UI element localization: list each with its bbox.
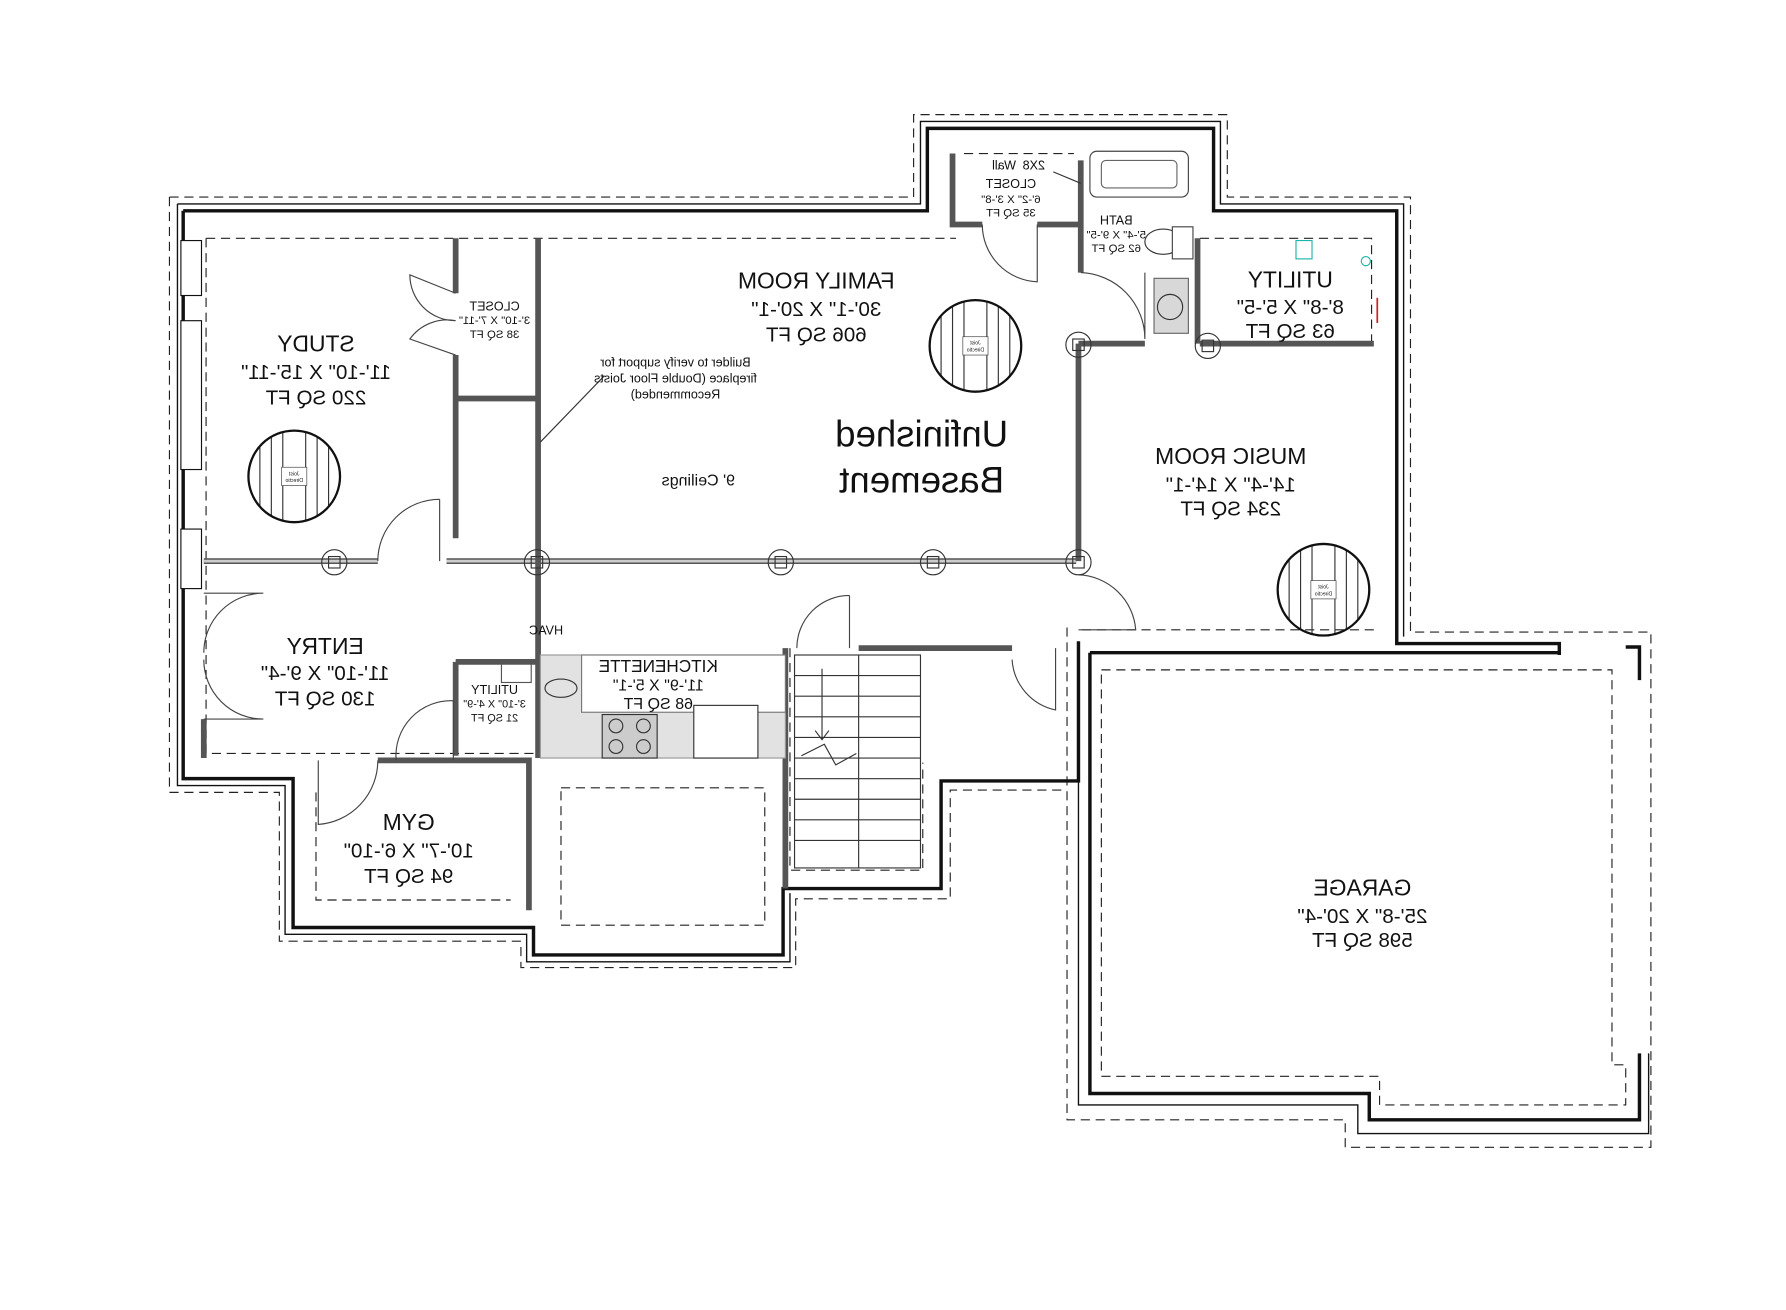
hvac-label: HVAC bbox=[529, 623, 563, 637]
svg-text:UTILITY: UTILITY bbox=[471, 683, 518, 697]
svg-text:CLOSET: CLOSET bbox=[985, 177, 1036, 191]
basement-title: Unfinished Basement bbox=[835, 414, 1008, 501]
stairs bbox=[793, 654, 922, 869]
svg-text:11'-9" X 5'-1": 11'-9" X 5'-1" bbox=[613, 676, 704, 694]
svg-text:Basement: Basement bbox=[839, 459, 1004, 500]
room-closet-bath: CLOSET 6'-2" X 3'-8" 35 SQ FT bbox=[981, 177, 1041, 220]
column-marker bbox=[1065, 331, 1092, 358]
svg-text:MUSIC ROOM: MUSIC ROOM bbox=[1155, 443, 1306, 469]
room-utility-lower: UTILITY 3'-10" X 4'-9" 21 SQ FT bbox=[463, 683, 526, 724]
svg-text:ENTRY: ENTRY bbox=[287, 633, 364, 659]
joist-label: Joist bbox=[288, 471, 299, 477]
svg-text:2X8: 2X8 bbox=[1023, 159, 1045, 173]
svg-text:CLOSET: CLOSET bbox=[469, 299, 520, 313]
svg-text:220 SQ FT: 220 SQ FT bbox=[265, 386, 366, 409]
room-name: FAMILY ROOM bbox=[738, 268, 895, 294]
room-family: FAMILY ROOM 30'-1" X 20'-1" 606 SQ FT bbox=[738, 268, 895, 347]
joist-label: Joist bbox=[970, 341, 981, 347]
svg-text:fireplace (Double Floor Joists: fireplace (Double Floor Joists bbox=[594, 372, 757, 386]
svg-text:UTILITY: UTILITY bbox=[1248, 266, 1333, 292]
windows bbox=[180, 239, 203, 590]
column-marker bbox=[1065, 549, 1092, 576]
svg-text:Builder to verify support for: Builder to verify support for bbox=[600, 355, 750, 369]
room-utility-upper: UTILITY 8'-8" X 5'-5" 63 SQ FT bbox=[1237, 266, 1344, 342]
wall-note: 2X8 Wall bbox=[992, 159, 1045, 173]
svg-text:9' Ceilings: 9' Ceilings bbox=[662, 472, 735, 490]
svg-text:HVAC: HVAC bbox=[529, 623, 563, 637]
room-music: MUSIC ROOM 14'-4" X 14'-1" 234 SQ FT bbox=[1155, 443, 1306, 521]
room-dims: 30'-1" X 20'-1" bbox=[751, 298, 881, 321]
joist-label: Directio bbox=[1315, 591, 1333, 597]
svg-text:Wall: Wall bbox=[992, 159, 1016, 173]
svg-text:STUDY: STUDY bbox=[277, 331, 355, 357]
column-marker bbox=[523, 549, 551, 576]
svg-text:62 SQ FT: 62 SQ FT bbox=[1091, 243, 1141, 255]
svg-text:38 SQ FT: 38 SQ FT bbox=[470, 329, 520, 341]
room-garage: GARAGE 25'-8" X 20'-4" 598 SQ FT bbox=[1297, 874, 1427, 952]
svg-text:234 SQ FT: 234 SQ FT bbox=[1180, 497, 1281, 520]
svg-text:25'-8" X 20'-4": 25'-8" X 20'-4" bbox=[1297, 905, 1427, 928]
svg-text:35 SQ FT: 35 SQ FT bbox=[986, 208, 1036, 220]
room-closet-study: CLOSET 3'-10" X 7'-11" 38 SQ FT bbox=[459, 299, 530, 340]
room-labels: FAMILY ROOM 30'-1" X 20'-1" 606 SQ FT Bu… bbox=[241, 159, 1427, 952]
svg-text:14'-4" X 14'-1": 14'-4" X 14'-1" bbox=[1166, 473, 1296, 496]
room-area: 606 SQ FT bbox=[766, 323, 867, 346]
interior-walls bbox=[200, 153, 1374, 911]
builder-note: Builder to verify support for fireplace … bbox=[594, 355, 757, 401]
svg-text:130 SQ FT: 130 SQ FT bbox=[274, 687, 375, 710]
column-marker bbox=[919, 549, 947, 576]
joist-direction-study: Joist Directio bbox=[247, 429, 342, 524]
svg-text:3'-10" X 7'-11": 3'-10" X 7'-11" bbox=[459, 315, 530, 327]
svg-text:63 SQ FT: 63 SQ FT bbox=[1245, 320, 1335, 343]
svg-text:11'-10" X 9'-4": 11'-10" X 9'-4" bbox=[261, 662, 390, 685]
joist-label: Joist bbox=[1318, 585, 1329, 591]
outer-outline bbox=[168, 114, 1652, 1148]
room-bath: BATH 5'-4" X 9'-5" 62 SQ FT bbox=[1086, 214, 1146, 255]
svg-text:Recommended): Recommended) bbox=[631, 388, 720, 402]
column-marker bbox=[1194, 332, 1222, 360]
joist-label: Directio bbox=[285, 478, 303, 484]
room-study: STUDY 11'-10" X 15'-11" 220 SQ FT bbox=[241, 331, 391, 410]
joist-direction-family: Joist Directio bbox=[928, 298, 1023, 393]
joist-direction-music: Joist Directio bbox=[1276, 542, 1371, 637]
column-marker bbox=[767, 549, 794, 576]
fixtures bbox=[500, 150, 1379, 759]
room-gym: GYM 10'-7" X 6'-10" 94 SQ FT bbox=[344, 809, 474, 888]
svg-text:6'-2" X 3'-8": 6'-2" X 3'-8" bbox=[981, 194, 1041, 206]
ceiling-note: 9' Ceilings bbox=[662, 472, 735, 490]
svg-text:BATH: BATH bbox=[1100, 214, 1133, 228]
svg-text:21 SQ FT: 21 SQ FT bbox=[471, 712, 518, 724]
svg-text:GARAGE: GARAGE bbox=[1313, 874, 1411, 900]
doors bbox=[203, 224, 1146, 826]
joist-label: Directio bbox=[967, 348, 985, 354]
room-kitchenette: KITCHENETTE 11'-9" X 5'-1" 68 SQ FT bbox=[599, 656, 718, 713]
svg-text:11'-10" X 15'-11": 11'-10" X 15'-11" bbox=[241, 361, 391, 384]
svg-text:KITCHENETTE: KITCHENETTE bbox=[599, 656, 718, 676]
svg-text:10'-7" X 6'-10": 10'-7" X 6'-10" bbox=[344, 840, 474, 863]
column-marker bbox=[321, 549, 348, 576]
svg-text:Unfinished: Unfinished bbox=[835, 414, 1008, 455]
svg-text:3'-10" X 4'-9": 3'-10" X 4'-9" bbox=[463, 699, 526, 711]
room-entry: ENTRY 11'-10" X 9'-4" 130 SQ FT bbox=[261, 633, 390, 711]
svg-text:598 SQ FT: 598 SQ FT bbox=[1312, 929, 1413, 952]
svg-text:8'-8" X 5'-5": 8'-8" X 5'-5" bbox=[1237, 296, 1344, 319]
svg-text:94 SQ FT: 94 SQ FT bbox=[364, 865, 454, 888]
svg-text:5'-4" X 9'-5": 5'-4" X 9'-5" bbox=[1086, 229, 1146, 241]
columns bbox=[321, 331, 1222, 576]
svg-text:GYM: GYM bbox=[383, 809, 435, 835]
svg-text:68 SQ FT: 68 SQ FT bbox=[623, 695, 693, 713]
